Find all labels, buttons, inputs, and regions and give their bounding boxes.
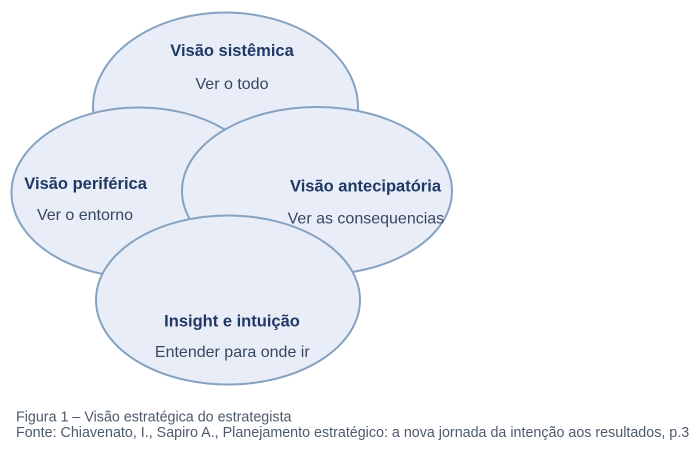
svg-text:Ver o todo: Ver o todo [196,76,269,93]
svg-text:Ver as consequencias: Ver as consequencias [288,210,445,227]
svg-text:Insight e intuição: Insight e intuição [164,312,300,330]
svg-text:Visão sistêmica: Visão sistêmica [170,42,294,60]
svg-text:Entender para onde ir: Entender para onde ir [155,344,310,361]
svg-text:Visão periférica: Visão periférica [24,175,147,193]
svg-text:Figura 1 – Visão estratégica d: Figura 1 – Visão estratégica do estrateg… [16,409,292,425]
svg-text:Visão antecipatória: Visão antecipatória [290,177,442,195]
svg-text:Fonte: Chiavenato, I., Sapiro: Fonte: Chiavenato, I., Sapiro A., Planej… [16,425,689,441]
svg-text:Ver o entorno: Ver o entorno [37,207,133,224]
